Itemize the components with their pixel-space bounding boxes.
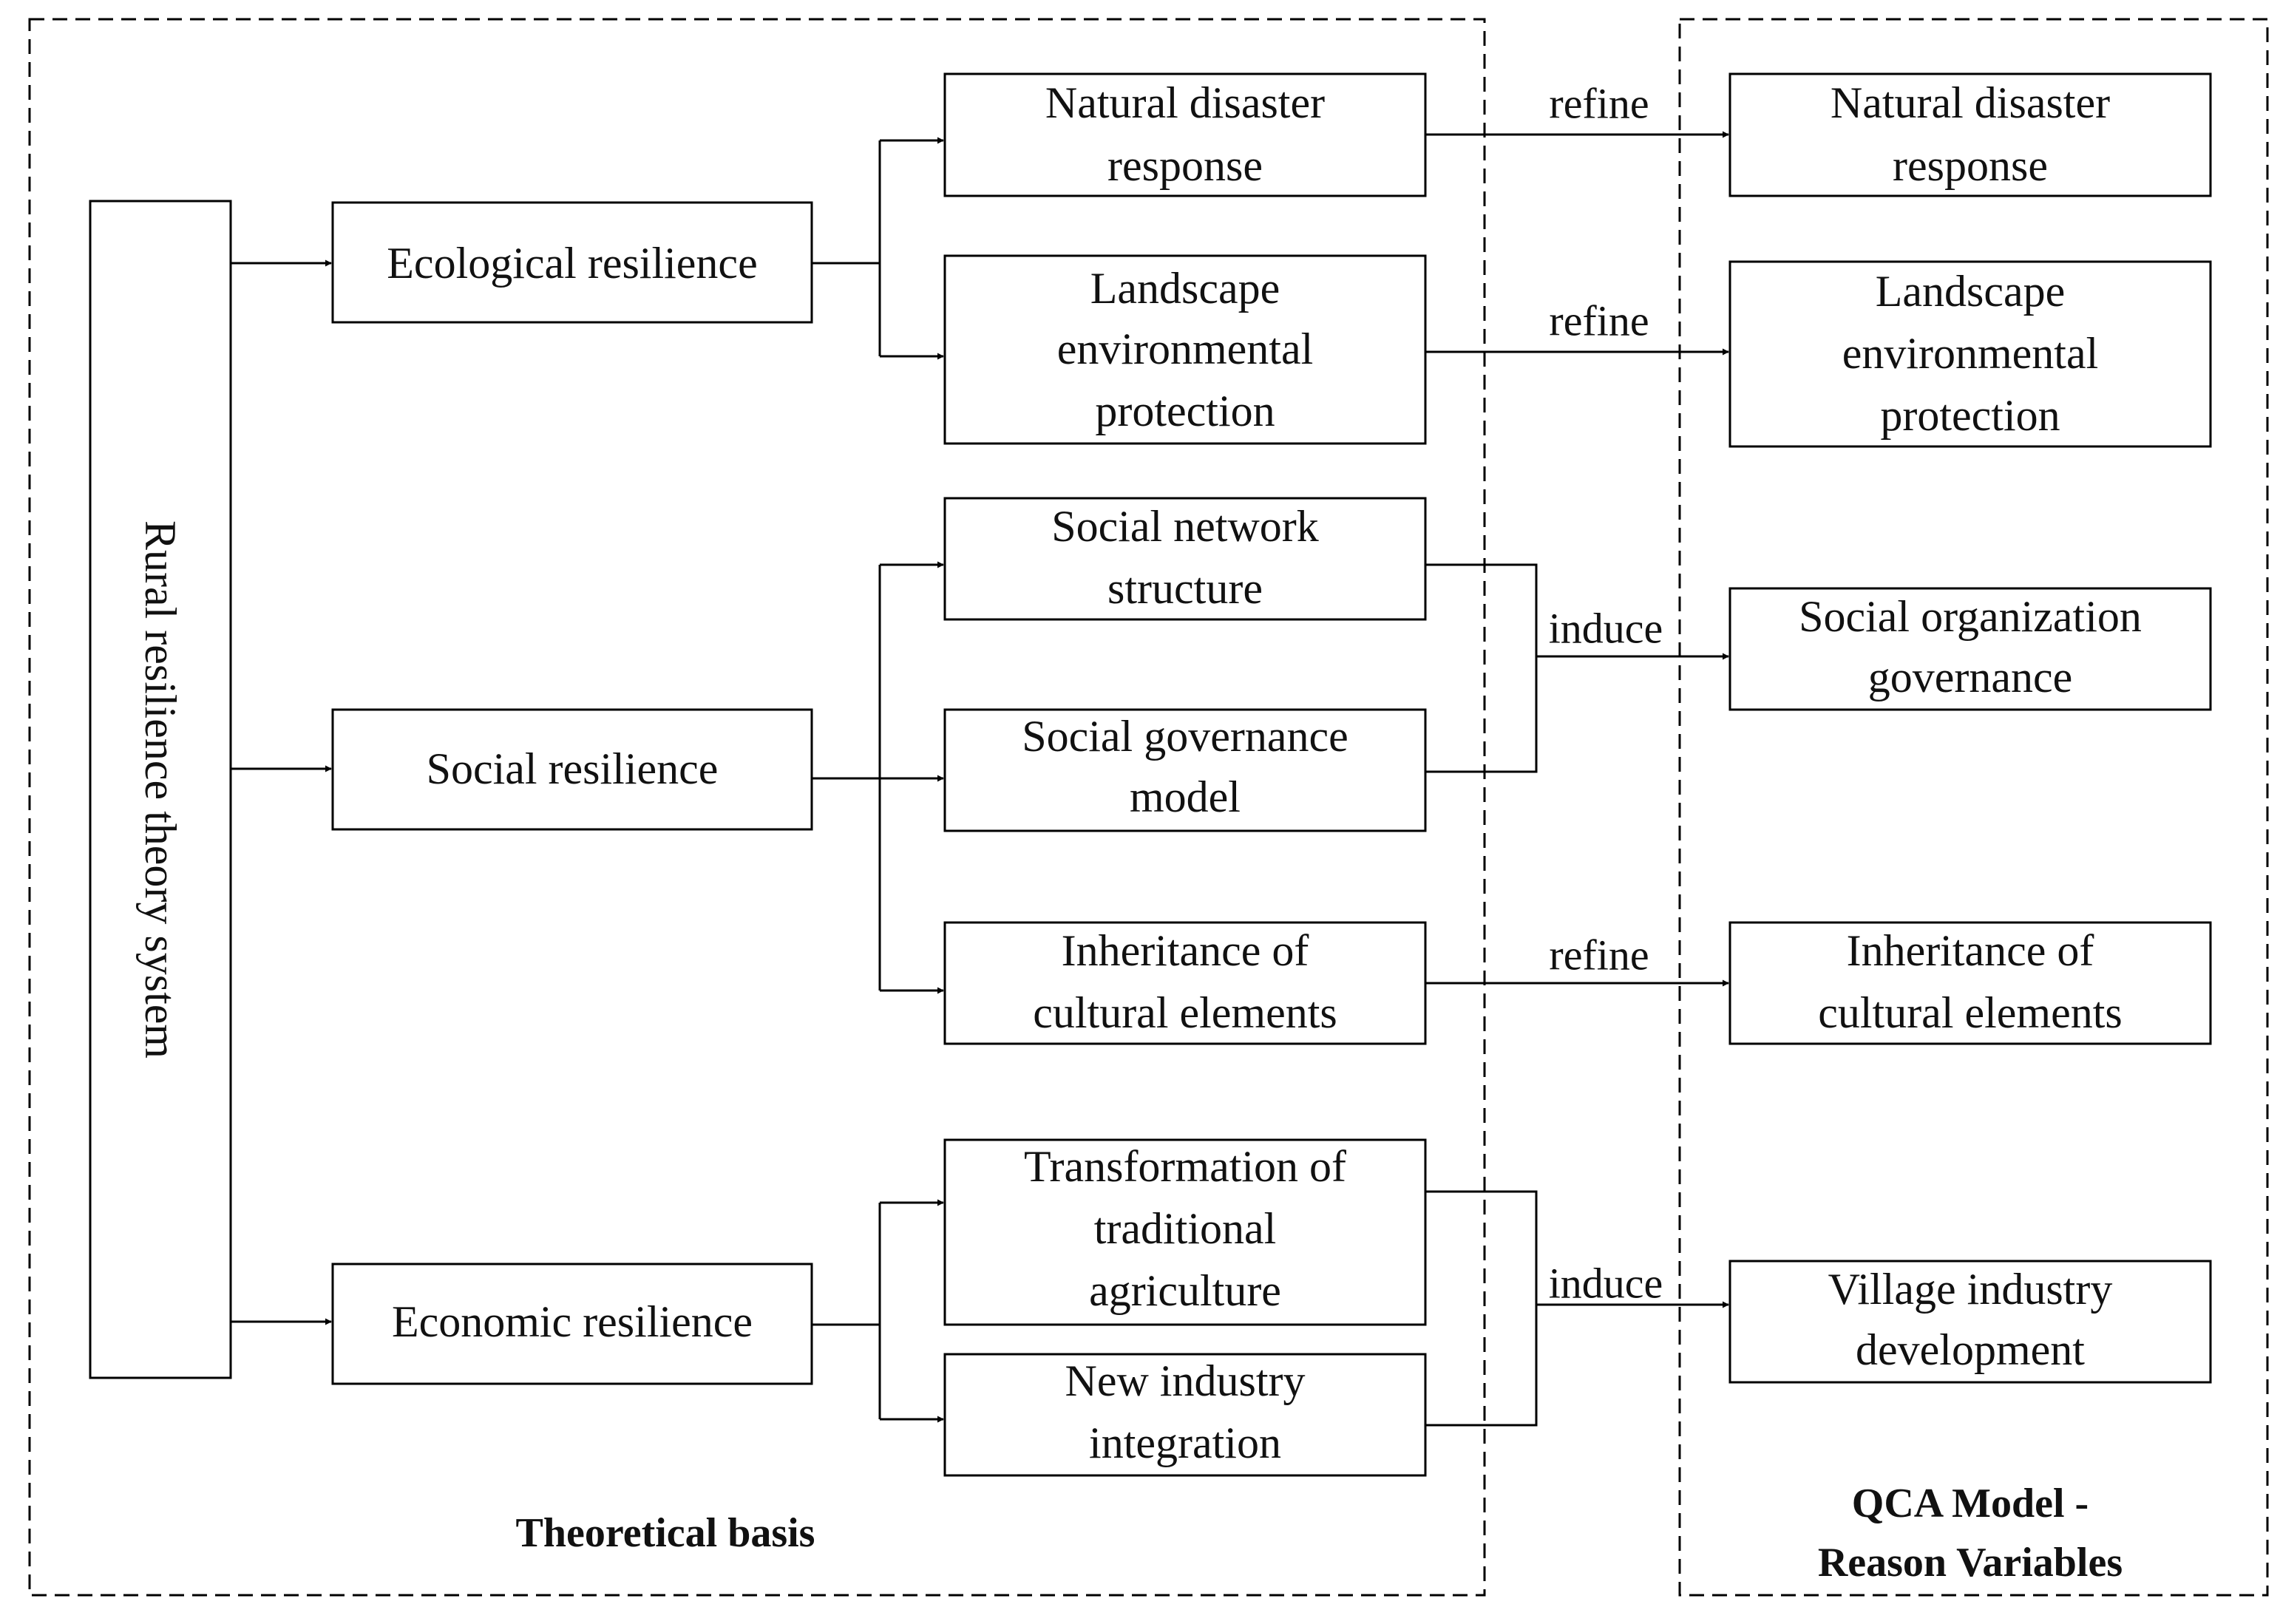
factor-landscape-environmental-protection: Landscape environmental protection <box>943 254 1427 445</box>
social-resilience-node: Social resilience <box>331 708 813 831</box>
variable-village-industry-development: Village industry development <box>1728 1260 2212 1384</box>
root-label: Rural resilience theory system <box>136 520 185 1059</box>
theoretical-basis-region <box>28 18 1486 1597</box>
root-node: Rural resilience theory system <box>89 200 232 1379</box>
svg-text:New industry: New industry <box>1065 1356 1306 1405</box>
svg-text:Natural disaster: Natural disaster <box>1831 78 2110 127</box>
svg-text:Inheritance of: Inheritance of <box>1847 926 2094 975</box>
factor-inheritance-of-cultural-elements: Inheritance of cultural elements <box>943 921 1427 1045</box>
root-connectors <box>231 259 332 1325</box>
svg-text:structure: structure <box>1107 564 1263 613</box>
factor-natural-disaster-response: Natural disaster response <box>943 72 1427 197</box>
svg-text:Landscape: Landscape <box>1090 264 1280 313</box>
svg-text:Social resilience: Social resilience <box>427 744 719 793</box>
relation-label-induce: induce <box>1549 605 1663 653</box>
svg-text:governance: governance <box>1868 653 2073 701</box>
variable-social-organization-governance: Social organization governance <box>1728 587 2212 711</box>
svg-text:protection: protection <box>1880 391 2060 440</box>
svg-text:environmental: environmental <box>1842 329 2099 378</box>
theoretical-basis-caption: Theoretical basis <box>516 1510 815 1556</box>
svg-text:Ecological resilience: Ecological resilience <box>387 239 757 288</box>
svg-text:Landscape: Landscape <box>1876 267 2066 316</box>
economic-resilience-node: Economic resilience <box>331 1263 813 1385</box>
relation-label-refine: refine <box>1549 297 1649 345</box>
social-connectors <box>812 561 944 994</box>
qca-model-region <box>1678 18 2269 1597</box>
variable-natural-disaster-response: Natural disaster response <box>1728 72 2212 197</box>
factor-social-governance-model: Social governance model <box>943 708 1427 832</box>
relation-label-induce: induce <box>1549 1260 1663 1308</box>
factor-social-network-structure: Social network structure <box>943 497 1427 621</box>
refine-connectors <box>1425 131 1729 987</box>
svg-text:environmental: environmental <box>1057 325 1314 373</box>
economic-connectors <box>812 1199 944 1423</box>
relation-label-refine: refine <box>1549 80 1649 128</box>
svg-text:model: model <box>1130 772 1241 821</box>
factor-transformation-of-traditional-agriculture: Transformation of traditional agricultur… <box>943 1138 1427 1326</box>
ecological-resilience-node: Ecological resilience <box>331 201 813 324</box>
qca-model-caption-line2: Reason Variables <box>1818 1540 2123 1586</box>
svg-text:traditional: traditional <box>1094 1204 1277 1253</box>
svg-text:protection: protection <box>1095 387 1275 435</box>
svg-text:Social organization: Social organization <box>1799 592 2142 641</box>
svg-text:response: response <box>1107 141 1263 190</box>
svg-text:development: development <box>1856 1325 2085 1374</box>
factor-new-industry-integration: New industry integration <box>943 1353 1427 1477</box>
svg-text:Social governance: Social governance <box>1022 712 1348 761</box>
svg-text:cultural elements: cultural elements <box>1033 988 1337 1037</box>
svg-text:Village industry: Village industry <box>1828 1265 2113 1314</box>
ecological-connectors <box>812 137 944 360</box>
svg-text:response: response <box>1893 141 2048 190</box>
variable-landscape-environmental-protection: Landscape environmental protection <box>1728 260 2212 448</box>
qca-model-caption-line1: QCA Model - <box>1852 1481 2089 1526</box>
relation-label-refine: refine <box>1549 931 1649 979</box>
svg-text:Economic resilience: Economic resilience <box>392 1297 753 1346</box>
svg-text:Transformation of: Transformation of <box>1024 1142 1346 1191</box>
svg-text:agriculture: agriculture <box>1089 1266 1281 1315</box>
induce-connectors <box>1425 563 1729 1427</box>
variable-inheritance-of-cultural-elements: Inheritance of cultural elements <box>1728 921 2212 1045</box>
svg-text:Natural disaster: Natural disaster <box>1045 78 1325 127</box>
svg-text:cultural elements: cultural elements <box>1818 988 2123 1037</box>
svg-text:Social network: Social network <box>1051 502 1319 551</box>
svg-text:Inheritance of: Inheritance of <box>1062 926 1309 975</box>
svg-text:integration: integration <box>1089 1419 1281 1467</box>
